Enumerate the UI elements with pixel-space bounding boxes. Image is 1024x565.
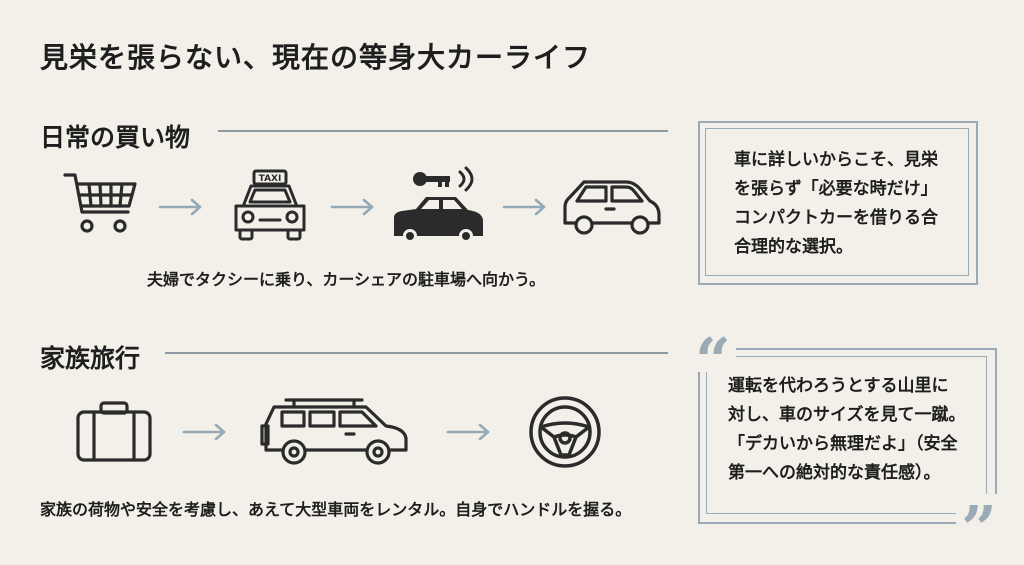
compact-car-icon	[560, 177, 664, 239]
section-heading-family-trip: 家族旅行	[40, 344, 141, 373]
note-box-inner-frame	[705, 128, 969, 276]
suv-icon	[258, 394, 414, 470]
note-text: 車に詳しいからこそ、見栄 を張らず「必要な時だけ」 コンパクトカーを借りる合 合…	[734, 146, 938, 262]
suitcase-icon	[74, 400, 154, 464]
quote-close-mark: ”	[956, 494, 1002, 564]
note-line: コンパクトカーを借りる合	[734, 208, 938, 228]
quote-open-mark: “	[690, 326, 736, 396]
section-divider	[218, 130, 668, 132]
quote-box	[698, 348, 997, 524]
arrow-right-icon	[158, 197, 204, 217]
quote-line: 第一への絶対的な責任感）。	[728, 463, 941, 483]
page-title: 見栄を張らない、現在の等身大カーライフ	[40, 41, 592, 74]
note-box	[698, 121, 978, 285]
quote-line: 運転を代わろうとする山里に	[728, 376, 949, 396]
note-line: を張らず「必要な時だけ」	[734, 179, 938, 199]
taxi-icon: TAXI	[228, 168, 312, 242]
taxi-sign-text: TAXI	[259, 174, 282, 184]
section-heading-shopping: 日常の買い物	[40, 123, 191, 152]
shopping-cart-icon	[62, 170, 140, 240]
steering-wheel-icon	[526, 393, 604, 471]
arrow-right-icon	[330, 197, 376, 217]
quote-line: 「デカいから無理だよ」（安全	[728, 434, 958, 454]
section-divider	[165, 352, 668, 354]
note-line: 車に詳しいからこそ、見栄	[734, 150, 938, 170]
car-share-icon	[388, 166, 488, 242]
quote-text: 運転を代わろうとする山里に 対し、車のサイズを見て一蹴。 「デカいから無理だよ」…	[728, 372, 966, 488]
arrow-right-icon	[446, 422, 492, 442]
note-line: 合理的な選択。	[734, 237, 853, 257]
section-caption-shopping: 夫婦でタクシーに乗り、カーシェアの駐車場へ向かう。	[147, 270, 546, 289]
section-caption-family-trip: 家族の荷物や安全を考慮し、あえて大型車両をレンタル。自身でハンドルを握る。	[40, 500, 632, 519]
arrow-right-icon	[182, 422, 228, 442]
quote-line: 対し、車のサイズを見て一蹴。	[728, 405, 966, 425]
quote-box-inner-frame	[706, 356, 987, 514]
arrow-right-icon	[502, 197, 548, 217]
